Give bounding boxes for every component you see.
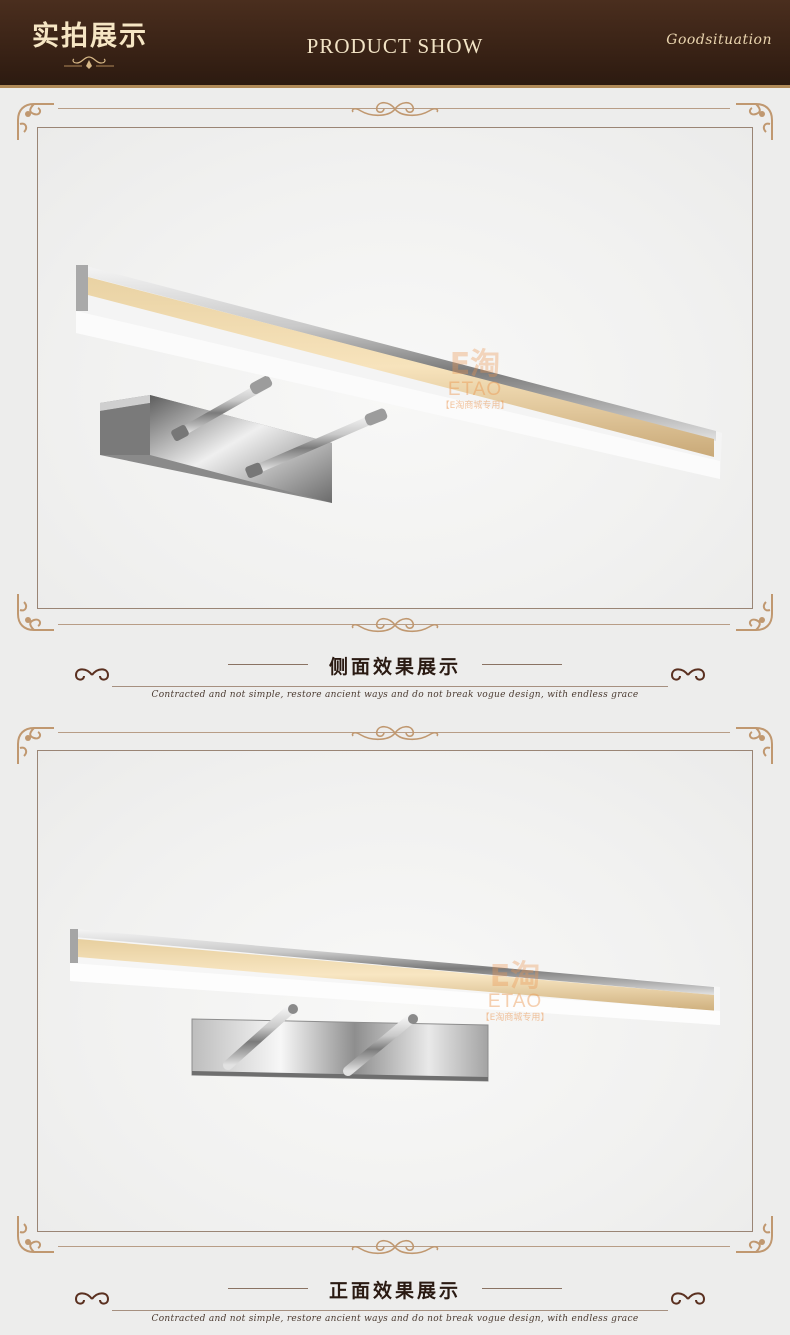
watermark-sub: 【E淘商城专用】 bbox=[440, 401, 510, 411]
caption1-underline bbox=[112, 686, 668, 687]
watermark-en: ETAO bbox=[487, 991, 543, 1012]
caption2-right-swirl-icon bbox=[670, 1292, 706, 1305]
caption1-motto: Contracted and not simple, restore ancie… bbox=[151, 690, 639, 700]
caption2-motto: Contracted and not simple, restore ancie… bbox=[151, 1314, 639, 1324]
frame2-bottom-scroll-icon bbox=[351, 1239, 439, 1255]
caption2-title: 正面效果展示 bbox=[328, 1280, 461, 1302]
caption1-rule-right bbox=[482, 664, 562, 665]
watermark-en: ETAO bbox=[447, 379, 503, 400]
lamp2-watermark: E淘 ETAO 【E淘商城专用】 bbox=[470, 962, 560, 1024]
frame1-corner-tl-icon bbox=[17, 102, 54, 140]
watermark-sub: 【E淘商城专用】 bbox=[480, 1013, 550, 1023]
caption2-left-swirl-icon bbox=[74, 1292, 110, 1305]
caption1-left-swirl-icon bbox=[74, 668, 110, 681]
watermark-cn: E淘 bbox=[489, 959, 541, 994]
frame1-corner-br-icon bbox=[736, 594, 773, 632]
frame2-corner-tr-icon bbox=[736, 726, 773, 764]
watermark-cn: E淘 bbox=[449, 347, 501, 382]
frame2-corner-br-icon bbox=[736, 1216, 773, 1254]
frame2-corner-bl-icon bbox=[17, 1216, 54, 1254]
header-script-signature: Goodsituation bbox=[666, 32, 772, 48]
caption2-rule-right bbox=[482, 1288, 562, 1289]
lamp2-front-view-image bbox=[70, 929, 720, 1082]
frame1-corner-tr-icon bbox=[736, 102, 773, 140]
caption1-right-swirl-icon bbox=[670, 668, 706, 681]
caption2-underline bbox=[112, 1310, 668, 1311]
lamp1-side-view-image bbox=[76, 265, 722, 503]
caption2-rule-left bbox=[228, 1288, 308, 1289]
caption1-rule-left bbox=[228, 664, 308, 665]
frame1-bottom-scroll-icon bbox=[351, 617, 439, 633]
frame2-corner-tl-icon bbox=[17, 726, 54, 764]
page-header: 实拍展示 PRODUCT SHOW Goodsituation bbox=[0, 0, 790, 87]
frame1-top-scroll-icon bbox=[351, 101, 439, 117]
caption2: 正面效果展示 bbox=[0, 1276, 790, 1303]
lamp1-watermark: E淘 ETAO 【E淘商城专用】 bbox=[430, 350, 520, 412]
caption1: 侧面效果展示 bbox=[0, 652, 790, 679]
header-ornament-icon bbox=[64, 56, 114, 69]
caption1-title: 侧面效果展示 bbox=[328, 656, 461, 678]
frame2-top-scroll-icon bbox=[351, 725, 439, 741]
frame1-corner-bl-icon bbox=[17, 594, 54, 632]
header-divider bbox=[0, 85, 790, 88]
header-en-title: PRODUCT SHOW bbox=[306, 34, 484, 58]
header-cn-title: 实拍展示 bbox=[32, 21, 148, 52]
